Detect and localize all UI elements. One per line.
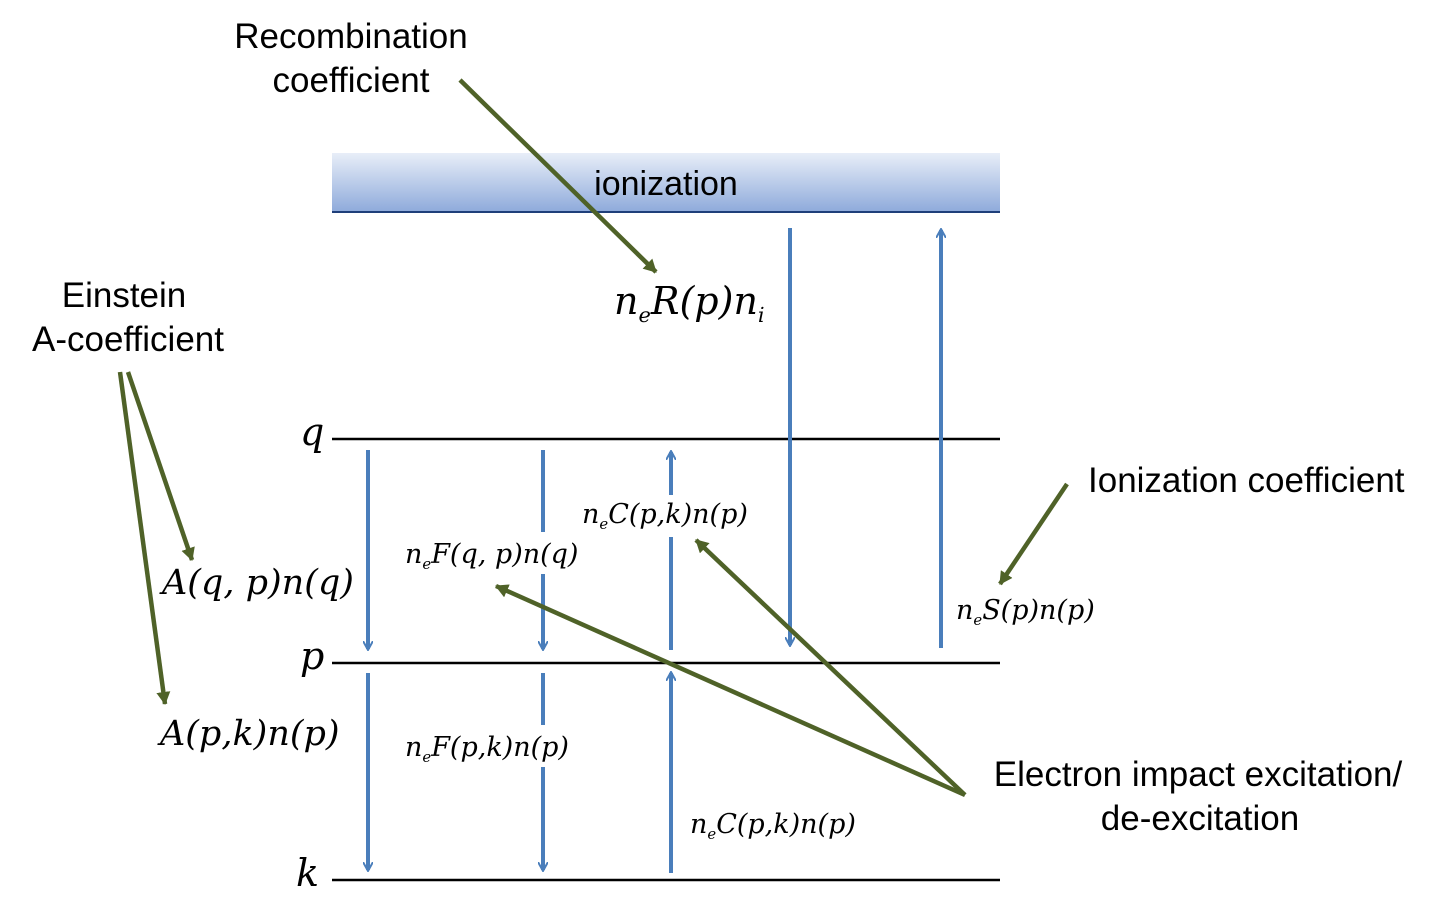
ionization-band-label: ionization [594, 165, 738, 203]
pointer-einstein-pk [117, 371, 171, 705]
level-label-q: q [300, 410, 324, 454]
electron-impact-label-line2: de-excitation [1101, 799, 1299, 838]
formula-C-lower: neC(p,k)n(p) [690, 809, 856, 843]
level-label-p: p [300, 634, 324, 678]
ionization-coefficient-label: Ionization coefficient [1088, 461, 1405, 500]
pointer-electron-F [495, 583, 966, 798]
recombination-label-line1: Recombination [234, 17, 467, 56]
pointer-einstein-qp [125, 371, 195, 561]
electron-impact-label-line1: Electron impact excitation/ [994, 755, 1403, 794]
einstein-label-line2: A-coefficient [32, 320, 224, 359]
pointer-electron-C [694, 538, 967, 797]
formula-A-pk: A(p,k)n(p) [157, 714, 340, 754]
formula-recombination: neR(p)ni [614, 279, 765, 327]
recombination-label-line2: coefficient [273, 61, 430, 100]
formula-C-upper: neC(p,k)n(p) [582, 499, 748, 533]
formula-S-p: neS(p)n(p) [956, 595, 1095, 629]
formula-F-pk: neF(p,k)n(p) [405, 732, 569, 766]
level-label-k: k [296, 851, 319, 895]
pointer-ionization-coeff [998, 482, 1069, 586]
einstein-label-line1: Einstein [62, 276, 187, 315]
formula-F-qp: neF(q, p)n(q) [405, 539, 578, 573]
ionization-band: ionization [332, 153, 1000, 213]
formula-A-qp: A(q, p)n(q) [159, 563, 354, 603]
pointer-recombination [458, 78, 658, 274]
